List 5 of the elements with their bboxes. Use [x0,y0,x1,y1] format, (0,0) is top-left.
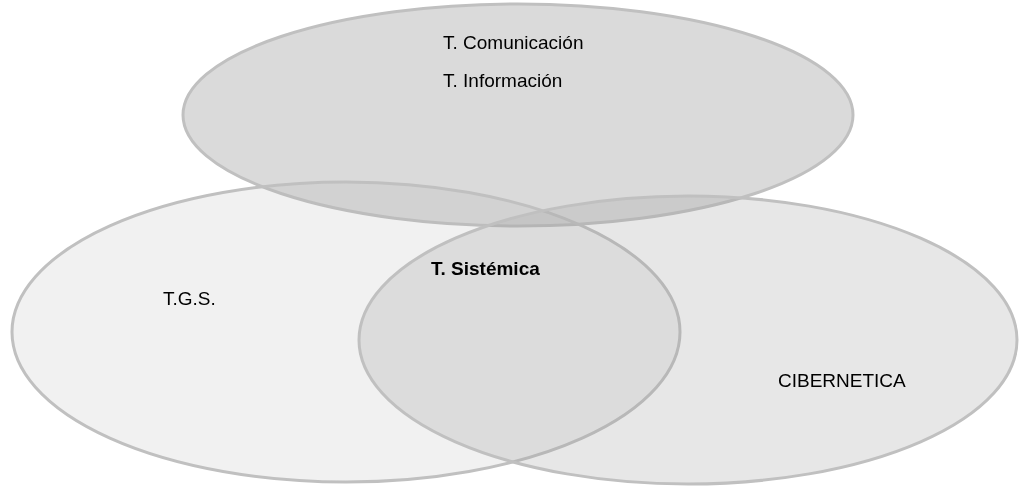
set-label: T.G.S. [163,288,216,310]
set-label: CIBERNETICA [778,370,906,392]
set-label: T. Información [443,70,564,92]
set-label: T. Comunicación [443,32,584,54]
intersection-label: T. Sistémica [431,258,540,280]
